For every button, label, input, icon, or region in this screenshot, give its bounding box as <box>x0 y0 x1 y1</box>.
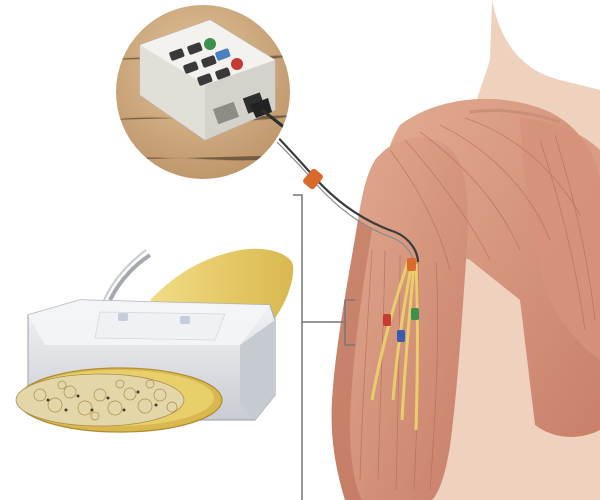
arm-shading <box>331 220 372 500</box>
axon-dots <box>46 390 158 412</box>
electrode-red <box>383 314 391 326</box>
electrode-orange <box>407 258 416 271</box>
lead-wire-1 <box>391 261 414 401</box>
lead-cable <box>261 119 420 263</box>
controller-inset <box>113 2 293 182</box>
button-green <box>204 38 216 50</box>
cuff-side-face <box>240 320 275 420</box>
lead-wire-3 <box>414 263 419 431</box>
cable-connector <box>303 168 323 190</box>
fascicles <box>33 379 178 421</box>
clavicle <box>469 109 561 124</box>
button-blue <box>215 48 231 61</box>
button-dark <box>197 73 213 86</box>
nerve-cross-section <box>15 367 223 433</box>
lead-wire-2 <box>400 263 416 421</box>
torso-and-arm <box>331 0 600 500</box>
detail-bracket <box>293 194 355 500</box>
fascicle-bundle <box>15 373 185 427</box>
electrode-green <box>411 308 419 320</box>
implanted-leads <box>261 119 420 431</box>
button-dark <box>215 67 231 80</box>
button-dark <box>183 61 199 74</box>
cuff-lead-wire <box>108 253 152 301</box>
stimulator-controller <box>139 19 290 142</box>
button-dark <box>169 48 185 61</box>
electrode-blue <box>397 330 405 342</box>
button-red <box>231 58 243 70</box>
nerve-cuff-detail <box>15 248 294 433</box>
controller-port <box>212 101 240 125</box>
button-dark <box>187 42 203 55</box>
button-dark <box>201 55 217 68</box>
